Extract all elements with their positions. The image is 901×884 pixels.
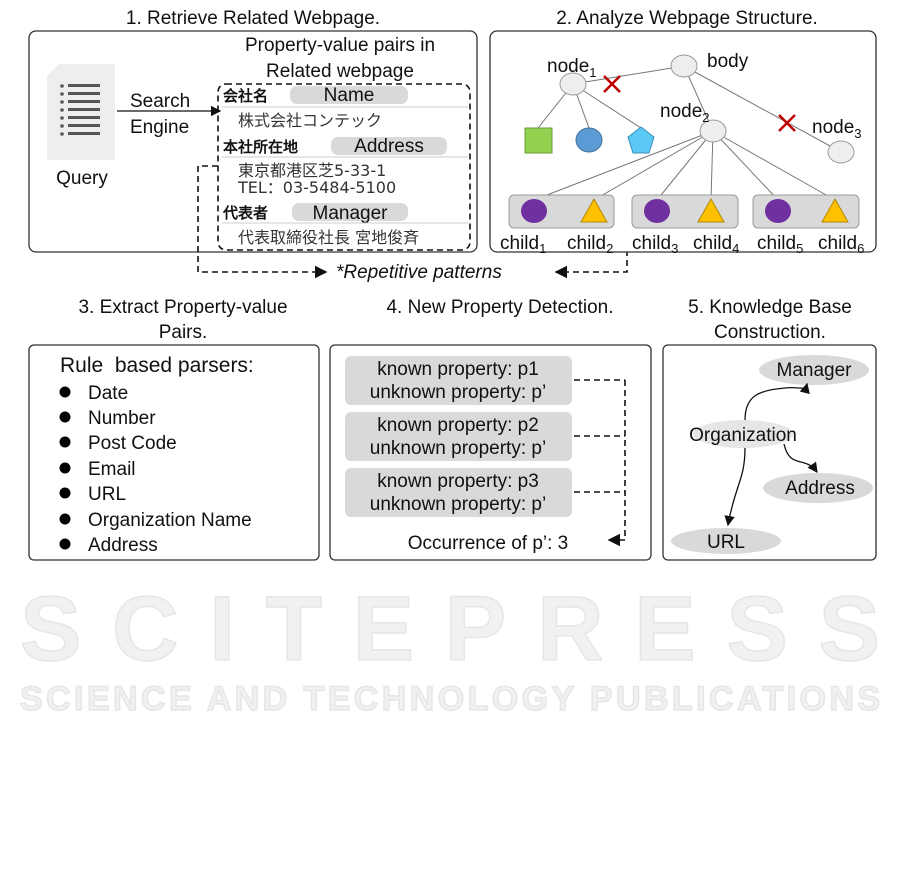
known-property: known property: p1 — [377, 359, 539, 380]
watermark-line1: SCITEPRESS — [20, 578, 880, 680]
kb-edges — [724, 382, 818, 527]
known-property: known property: p2 — [377, 415, 539, 436]
list-item: Email — [88, 459, 136, 480]
jp-key: 本社所在地 — [223, 138, 298, 156]
node1-label: node1 — [547, 56, 597, 80]
list-item: Organization Name — [88, 510, 252, 531]
panel2-title: 2. Analyze Webpage Structure. — [556, 8, 818, 29]
kb-label-url: URL — [707, 532, 745, 553]
kb-label-organization: Organization — [689, 425, 797, 446]
pairs-title-2: Related webpage — [266, 61, 414, 82]
unknown-property: unknown property: p’ — [370, 382, 546, 403]
child-group-1 — [508, 194, 615, 229]
kb-label-address: Address — [785, 478, 855, 499]
yellow-triangle — [580, 197, 608, 223]
purple-circle — [521, 199, 547, 223]
kb-node-manager — [759, 355, 869, 385]
node1 — [559, 72, 587, 96]
cross-icon — [778, 114, 796, 132]
property-label: Manager — [313, 203, 389, 224]
body-label: body — [707, 51, 749, 72]
property-label: Address — [354, 136, 424, 157]
search-engine-label-1: Search — [130, 91, 190, 112]
jp-key: 会社名 — [223, 87, 268, 105]
property-row-manager: 代表者 Manager 代表取締役社長 宮地俊斉 — [222, 203, 468, 247]
occurrence-label: Occurrence of p’: 3 — [408, 533, 569, 554]
pentagon-leaf — [627, 126, 655, 154]
list-item: Post Code — [88, 433, 177, 454]
child-group-2 — [631, 194, 739, 229]
property-value: 代表取締役社長 宮地俊斉 — [238, 228, 419, 247]
repetitive-arrow-left — [197, 165, 328, 279]
property-label: Name — [324, 85, 375, 106]
occurrence-connector — [574, 379, 626, 547]
node2-label: node2 — [660, 101, 710, 125]
known-property: known property: p3 — [377, 471, 539, 492]
unknown-property: unknown property: p’ — [370, 438, 546, 459]
panel4-title: 4. New Property Detection. — [386, 297, 613, 318]
jp-key: 代表者 — [222, 204, 268, 222]
property-value: 東京都港区芝5-33-1 — [238, 161, 386, 180]
kb-node-address — [763, 473, 873, 503]
purple-circle — [644, 199, 670, 223]
property-group-1: known property: p1 unknown property: p’ — [345, 356, 572, 405]
panel5-title-2: Construction. — [714, 322, 826, 343]
node2 — [699, 119, 727, 143]
panel3-title-1: 3. Extract Property-value — [78, 297, 287, 318]
panel3-box — [28, 344, 320, 561]
list-item: URL — [88, 484, 126, 505]
panel5-box — [662, 344, 877, 561]
parser-list: Date Number Post Code Email URL Organiza… — [59, 383, 252, 556]
watermark: SCITEPRESS SCIENCE AND TECHNOLOGY PUBLIC… — [19, 577, 881, 719]
property-group-2: known property: p2 unknown property: p’ — [345, 412, 572, 461]
property-value: TEL：03-5484-5100 — [237, 178, 396, 197]
webpage-dashed-box — [217, 83, 471, 251]
child1-label: child1 — [500, 233, 546, 256]
purple-circle — [765, 199, 791, 223]
square-leaf — [524, 127, 553, 154]
node3 — [827, 140, 855, 164]
yellow-triangle — [821, 197, 849, 223]
property-group-3: known property: p3 unknown property: p’ — [345, 468, 572, 517]
child6-label: child6 — [818, 233, 864, 256]
search-engine-label-2: Engine — [130, 117, 189, 138]
property-pill — [290, 86, 408, 104]
tree-edges — [533, 65, 842, 201]
pairs-title-1: Property-value pairs in — [245, 35, 435, 56]
child5-label: child5 — [757, 233, 803, 256]
kb-node-organization — [693, 420, 793, 448]
query-label: Query — [56, 168, 108, 189]
child3-label: child3 — [632, 233, 678, 256]
repetitive-patterns-label: *Repetitive patterns — [336, 262, 502, 283]
child4-label: child4 — [693, 233, 739, 256]
parsers-heading: Rule based parsers: — [60, 354, 254, 377]
property-row-name: 会社名 Name 株式会社コンテック — [222, 85, 468, 130]
yellow-triangle — [697, 197, 725, 223]
node3-label: node3 — [812, 117, 862, 141]
body-node — [670, 54, 698, 78]
child2-label: child2 — [567, 233, 613, 256]
circle-leaf — [575, 127, 603, 153]
unknown-property: unknown property: p’ — [370, 494, 546, 515]
property-pill — [292, 203, 408, 221]
cross-icon — [603, 75, 621, 93]
list-item: Date — [88, 383, 128, 404]
list-item: Number — [88, 408, 156, 429]
kb-label-manager: Manager — [777, 360, 853, 381]
property-row-address: 本社所在地 Address 東京都港区芝5-33-1 TEL：03-5484-5… — [222, 136, 468, 197]
document-icon — [47, 64, 115, 160]
panel3-title-2: Pairs. — [159, 322, 208, 343]
kb-node-url — [671, 528, 781, 554]
panel5-title-1: 5. Knowledge Base — [688, 297, 852, 318]
watermark-line2: SCIENCE AND TECHNOLOGY PUBLICATIONS — [20, 680, 880, 718]
list-item: Address — [88, 535, 158, 556]
property-value: 株式会社コンテック — [238, 111, 382, 130]
panel1-title: 1. Retrieve Related Webpage. — [126, 8, 380, 29]
child-group-3 — [752, 194, 860, 229]
property-pill — [331, 137, 447, 155]
